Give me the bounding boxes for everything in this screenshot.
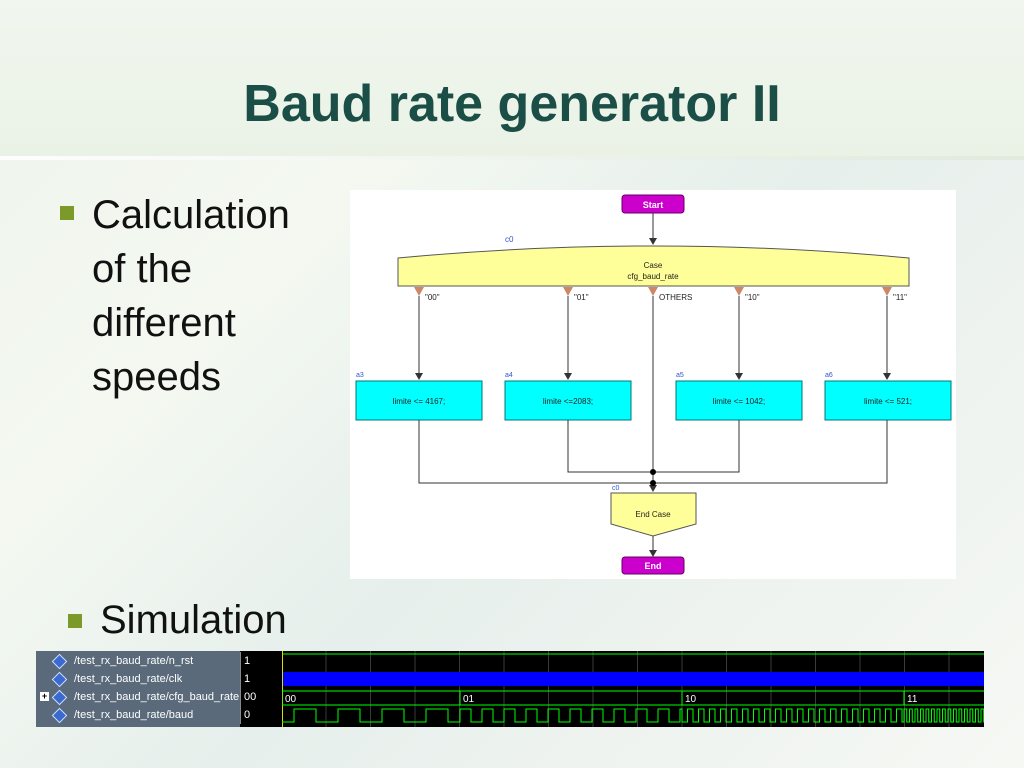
case-expression: cfg_baud_rate [627,272,679,281]
flowchart-image: Start c0 Case cfg_baud_rate "00" "01" OT… [350,190,956,579]
bullet-text: Calculation of the different speeds [92,188,290,404]
cfg-baud-rate-bus: 00 01 10 11 [281,690,984,706]
signal-value: 00 [240,688,282,706]
bus-value-label: 00 [285,694,297,705]
expand-plus-icon[interactable]: + [40,691,49,701]
action-text: limite <= 4167; [393,397,445,406]
choice-marker-icon [882,287,892,296]
signal-diamond-icon [51,671,68,688]
bullet-simulation: Simulation [68,594,287,646]
bullet-line: of the [92,247,193,291]
action-box [355,380,483,421]
action-text: limite <= 1042; [713,397,765,406]
choice-marker-icon [414,287,424,296]
action-text: limite <=2083; [543,397,593,406]
baud-trace [282,708,985,723]
clk-trace [283,672,984,686]
choice-marker-icon [734,287,744,296]
choice-label: "10" [745,293,760,302]
action-id: a5 [676,372,684,379]
endcase-label: End Case [635,510,671,519]
signal-name: /test_rx_baud_rate/clk [74,673,183,685]
choice-marker-icon [563,287,573,296]
action-box [824,380,952,421]
slide-title: Baud rate generator II [243,75,781,133]
action-id: a4 [505,372,513,379]
signal-value: 1 [240,670,282,688]
end-label: End [645,561,662,571]
signal-row-n-rst[interactable]: /test_rx_baud_rate/n_rst [36,652,240,670]
action-id: a3 [356,372,364,379]
signal-diamond-icon [51,689,68,706]
bullet-square-icon [60,206,74,220]
action-box [504,380,632,421]
case-node [397,245,910,287]
action-boxes: a3 limite <= 4167; a4 limite <=2083; a5 … [355,372,952,421]
title-band [0,0,1024,158]
signal-value: 1 [240,652,282,670]
signal-names-panel: /test_rx_baud_rate/n_rst /test_rx_baud_r… [36,651,240,727]
bullet-text: Simulation [100,598,287,642]
bus-segment [459,690,682,706]
waveform-area[interactable]: 00 01 10 11 [281,651,985,727]
signal-row-baud[interactable]: /test_rx_baud_rate/baud [36,706,240,724]
bullet-line: Calculation [92,193,290,237]
case-label: Case [644,261,663,270]
signal-diamond-icon [51,653,68,670]
choice-label: OTHERS [659,293,692,302]
action-id: a6 [825,372,833,379]
start-label: Start [643,200,664,210]
action-text: limite <= 521; [864,397,912,406]
signal-row-cfg-baud-rate[interactable]: + /test_rx_baud_rate/cfg_baud_rate [36,688,240,706]
end-node [621,556,685,575]
signal-diamond-icon [51,707,68,724]
bullet-line: different [92,301,236,345]
signal-name: /test_rx_baud_rate/cfg_baud_rate [74,691,240,703]
signal-name: /test_rx_baud_rate/n_rst [74,655,194,667]
merge-point-icon [650,480,656,486]
bus-value-label: 10 [685,694,697,705]
signal-row-clk[interactable]: /test_rx_baud_rate/clk [36,670,240,688]
bus-segment [281,690,460,706]
branch-choices: "00" "01" OTHERS "10" "11" [414,287,907,302]
endcase-node [610,492,697,537]
endcase-id-label: c0 [612,485,620,492]
choice-label: "01" [574,293,589,302]
title-divider [0,156,1024,160]
signal-name: /test_rx_baud_rate/baud [74,709,194,721]
choice-marker-icon [648,287,658,296]
waveform-viewer[interactable]: /test_rx_baud_rate/n_rst /test_rx_baud_r… [36,651,985,727]
bus-value-label: 01 [463,694,475,705]
choice-label: "11" [893,293,907,302]
bus-segment [681,690,904,706]
signal-values-panel: 1 1 00 0 [240,651,282,727]
action-box [675,380,803,421]
bullet-line: speeds [92,355,221,399]
signal-value: 0 [240,706,282,724]
bullet-square-icon [68,614,82,628]
choice-label: "00" [425,293,440,302]
case-id-label: c0 [505,235,514,244]
merge-point-icon [650,469,656,475]
bus-segment [903,690,984,706]
bus-value-label: 11 [907,694,918,705]
bullet-calculation: Calculation of the different speeds [60,188,340,404]
